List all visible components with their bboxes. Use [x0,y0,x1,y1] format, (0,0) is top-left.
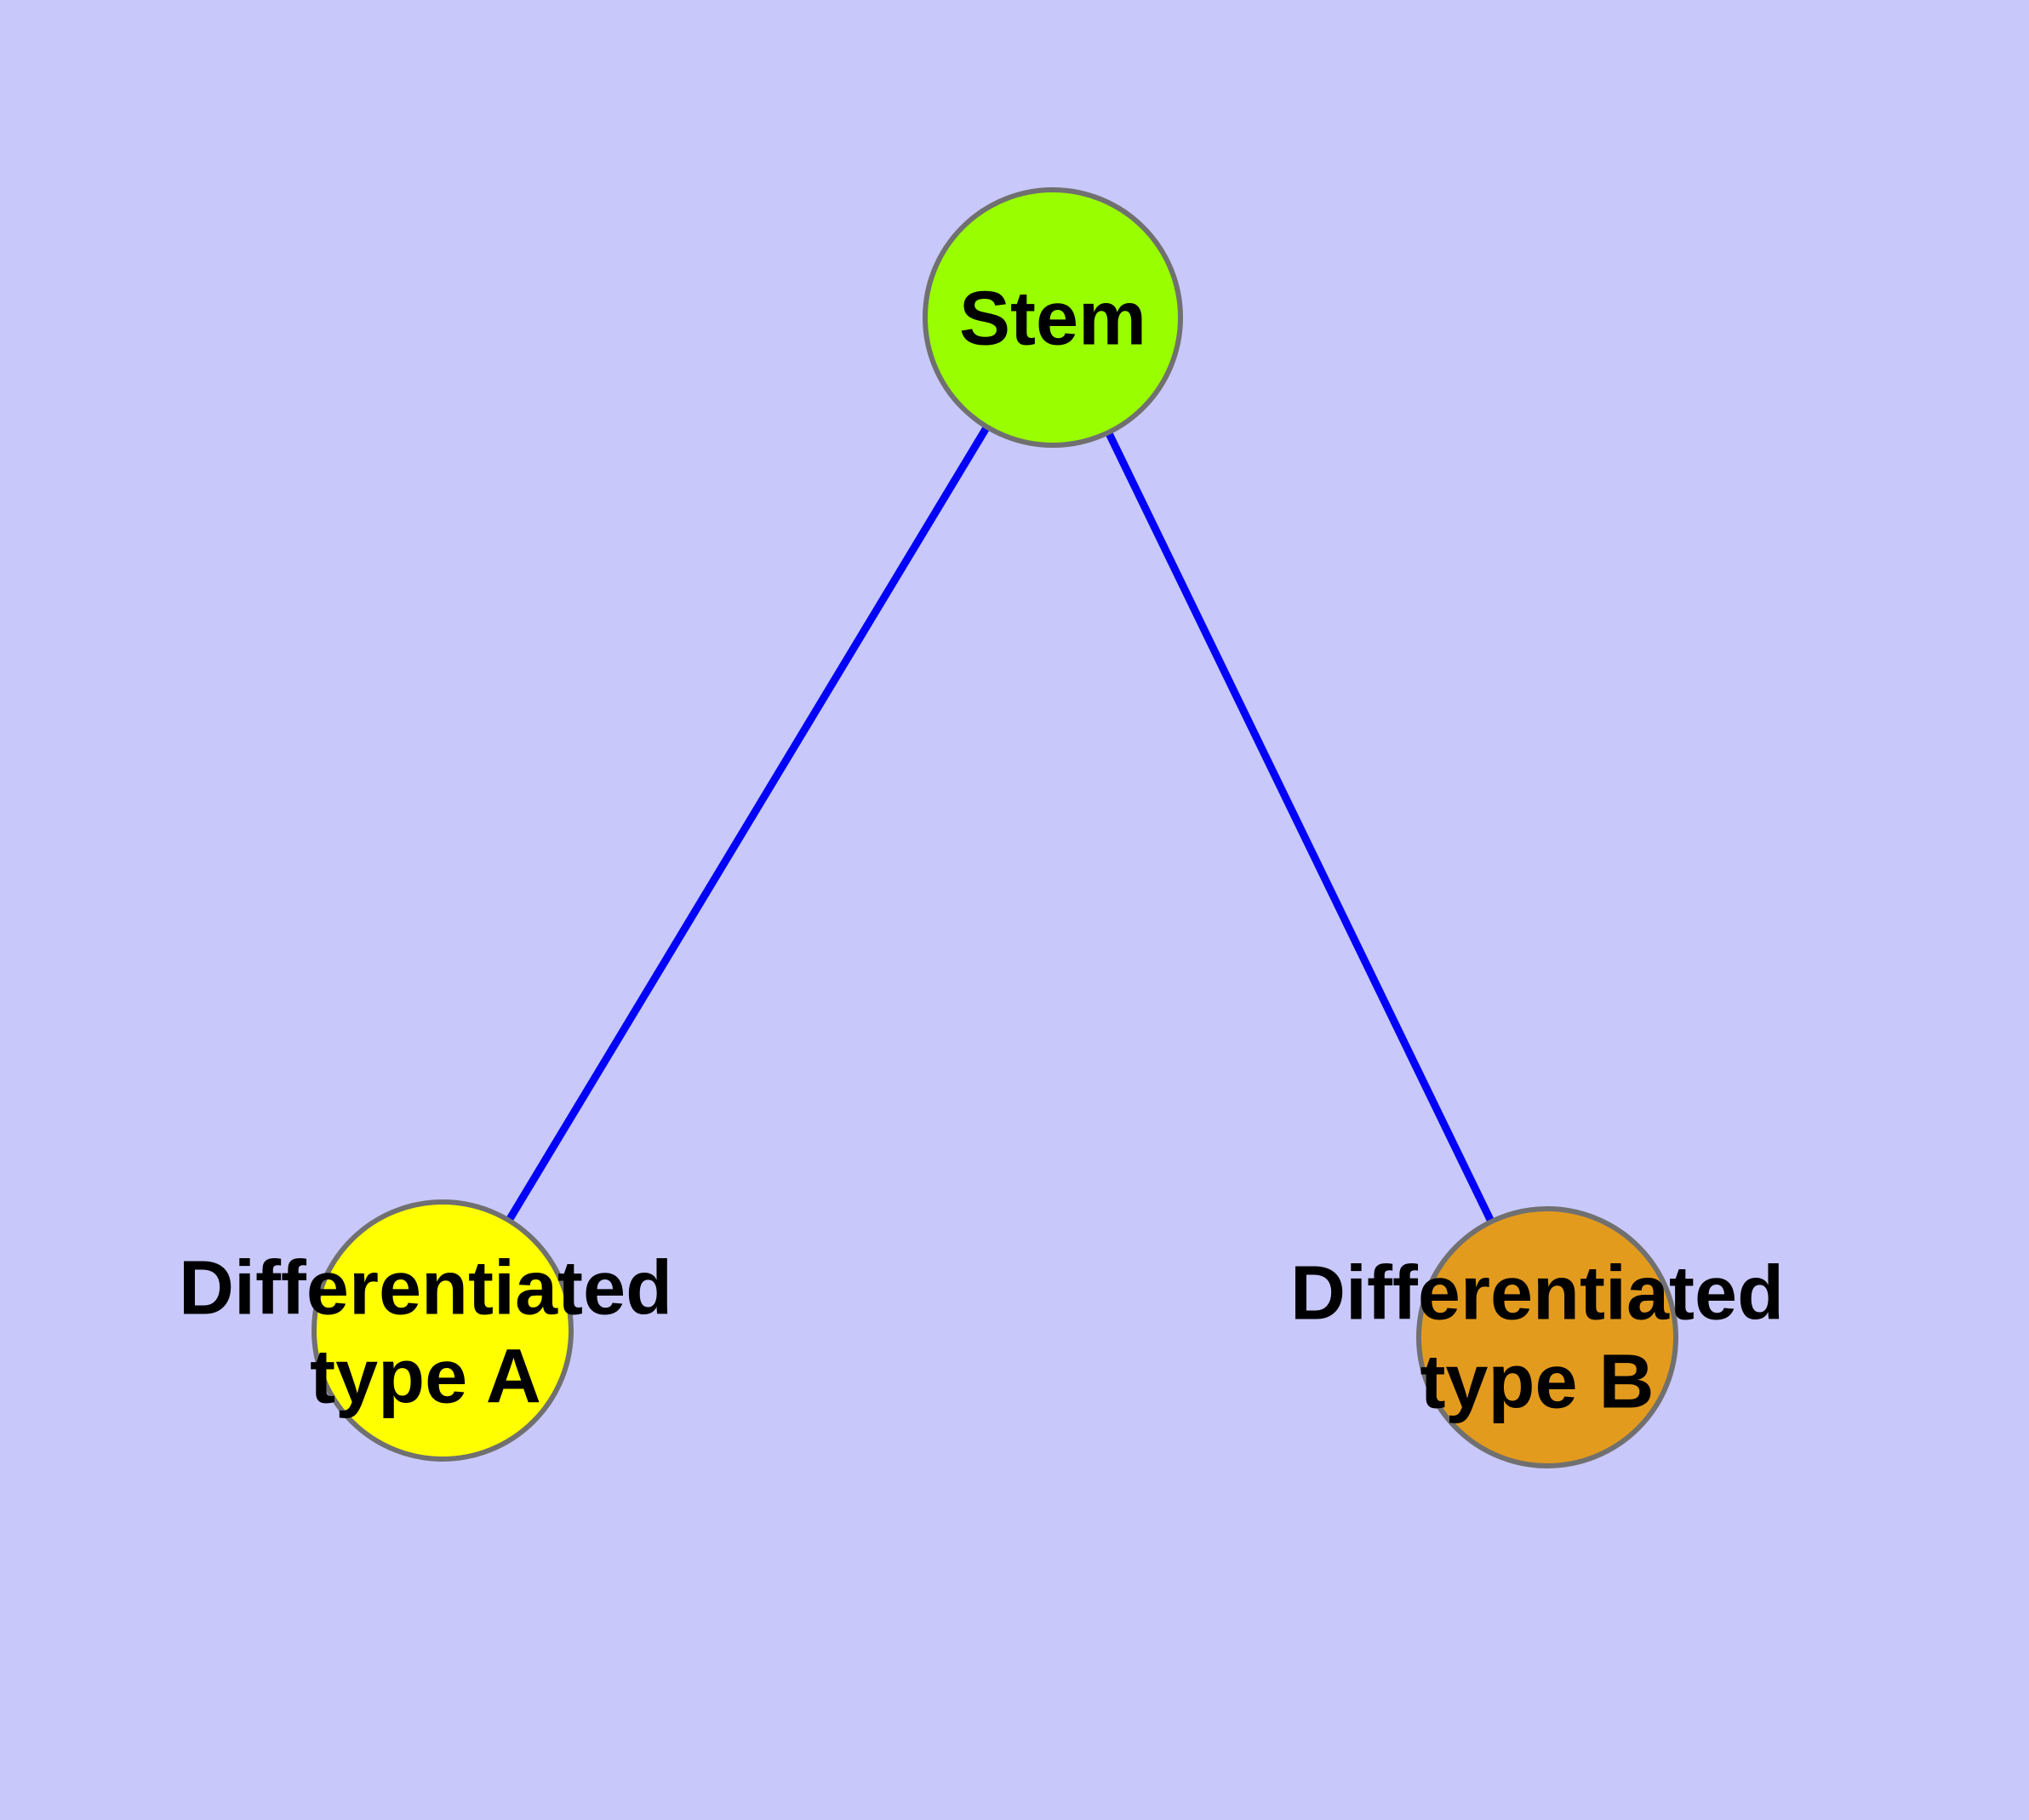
node-type-b-circle [1416,1206,1678,1468]
node-stem-circle [923,187,1183,448]
node-type-a-circle [311,1199,574,1462]
edge-stem-to-type-a [439,315,1056,1333]
edge-stem-to-type-b [1049,316,1552,1339]
